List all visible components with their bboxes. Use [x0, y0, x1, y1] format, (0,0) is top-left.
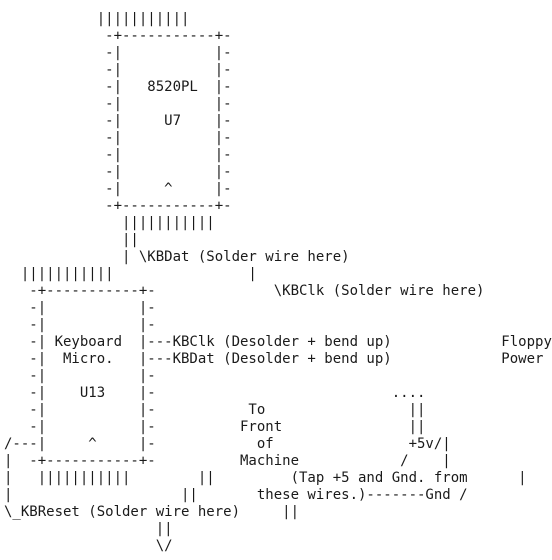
- diagram-line: -| |-: [4, 164, 232, 180]
- diagram-line: | \KBDat (Solder wire here): [4, 249, 350, 265]
- diagram-line: -| Keyboard |---KBClk (Desolder + bend u…: [4, 334, 552, 350]
- diagram-line: |||||||||||: [4, 11, 190, 27]
- diagram-line: -| |-: [4, 96, 232, 112]
- diagram-line: ||: [4, 521, 173, 537]
- diagram-line: -| |-: [4, 317, 156, 333]
- diagram-line: | ||||||||||| || (Tap +5 and Gnd. from |: [4, 470, 527, 486]
- diagram-line: -| U7 |-: [4, 113, 232, 129]
- diagram-line: -| |-: [4, 147, 232, 163]
- diagram-line: -| |- To ||: [4, 402, 426, 418]
- diagram-line: | || these wires.)-------Gnd /: [4, 487, 468, 503]
- diagram-line: -| |-: [4, 45, 232, 61]
- diagram-line: -| ^ |-: [4, 181, 232, 197]
- diagram-line: -+-----------+-: [4, 198, 232, 214]
- diagram-line: -| |-: [4, 368, 156, 384]
- diagram-line: ||: [4, 232, 139, 248]
- diagram-line: | -+-----------+- Machine / |: [4, 453, 451, 469]
- diagram-line: -| Micro. |---KBDat (Desolder + bend up)…: [4, 351, 544, 367]
- diagram-line: -| |-: [4, 62, 232, 78]
- diagram-line: -+-----------+- \KBClk (Solder wire here…: [4, 283, 485, 299]
- diagram-line: /---| ^ |- of +5v/|: [4, 436, 451, 452]
- diagram-line: -| |- Front ||: [4, 419, 426, 435]
- ascii-wiring-diagram: ||||||||||| -+-----------+- -| |- -| |- …: [4, 11, 552, 555]
- diagram-line: \/: [4, 538, 173, 554]
- diagram-line: -| |-: [4, 300, 156, 316]
- diagram-line: \_KBReset (Solder wire here) ||: [4, 504, 300, 520]
- diagram-line: ||||||||||| |: [4, 266, 257, 282]
- diagram-line: |||||||||||: [4, 215, 215, 231]
- diagram-line: -| U13 |- ....: [4, 385, 426, 401]
- diagram-line: -| 8520PL |-: [4, 79, 232, 95]
- diagram-line: -+-----------+-: [4, 28, 232, 44]
- diagram-line: -| |-: [4, 130, 232, 146]
